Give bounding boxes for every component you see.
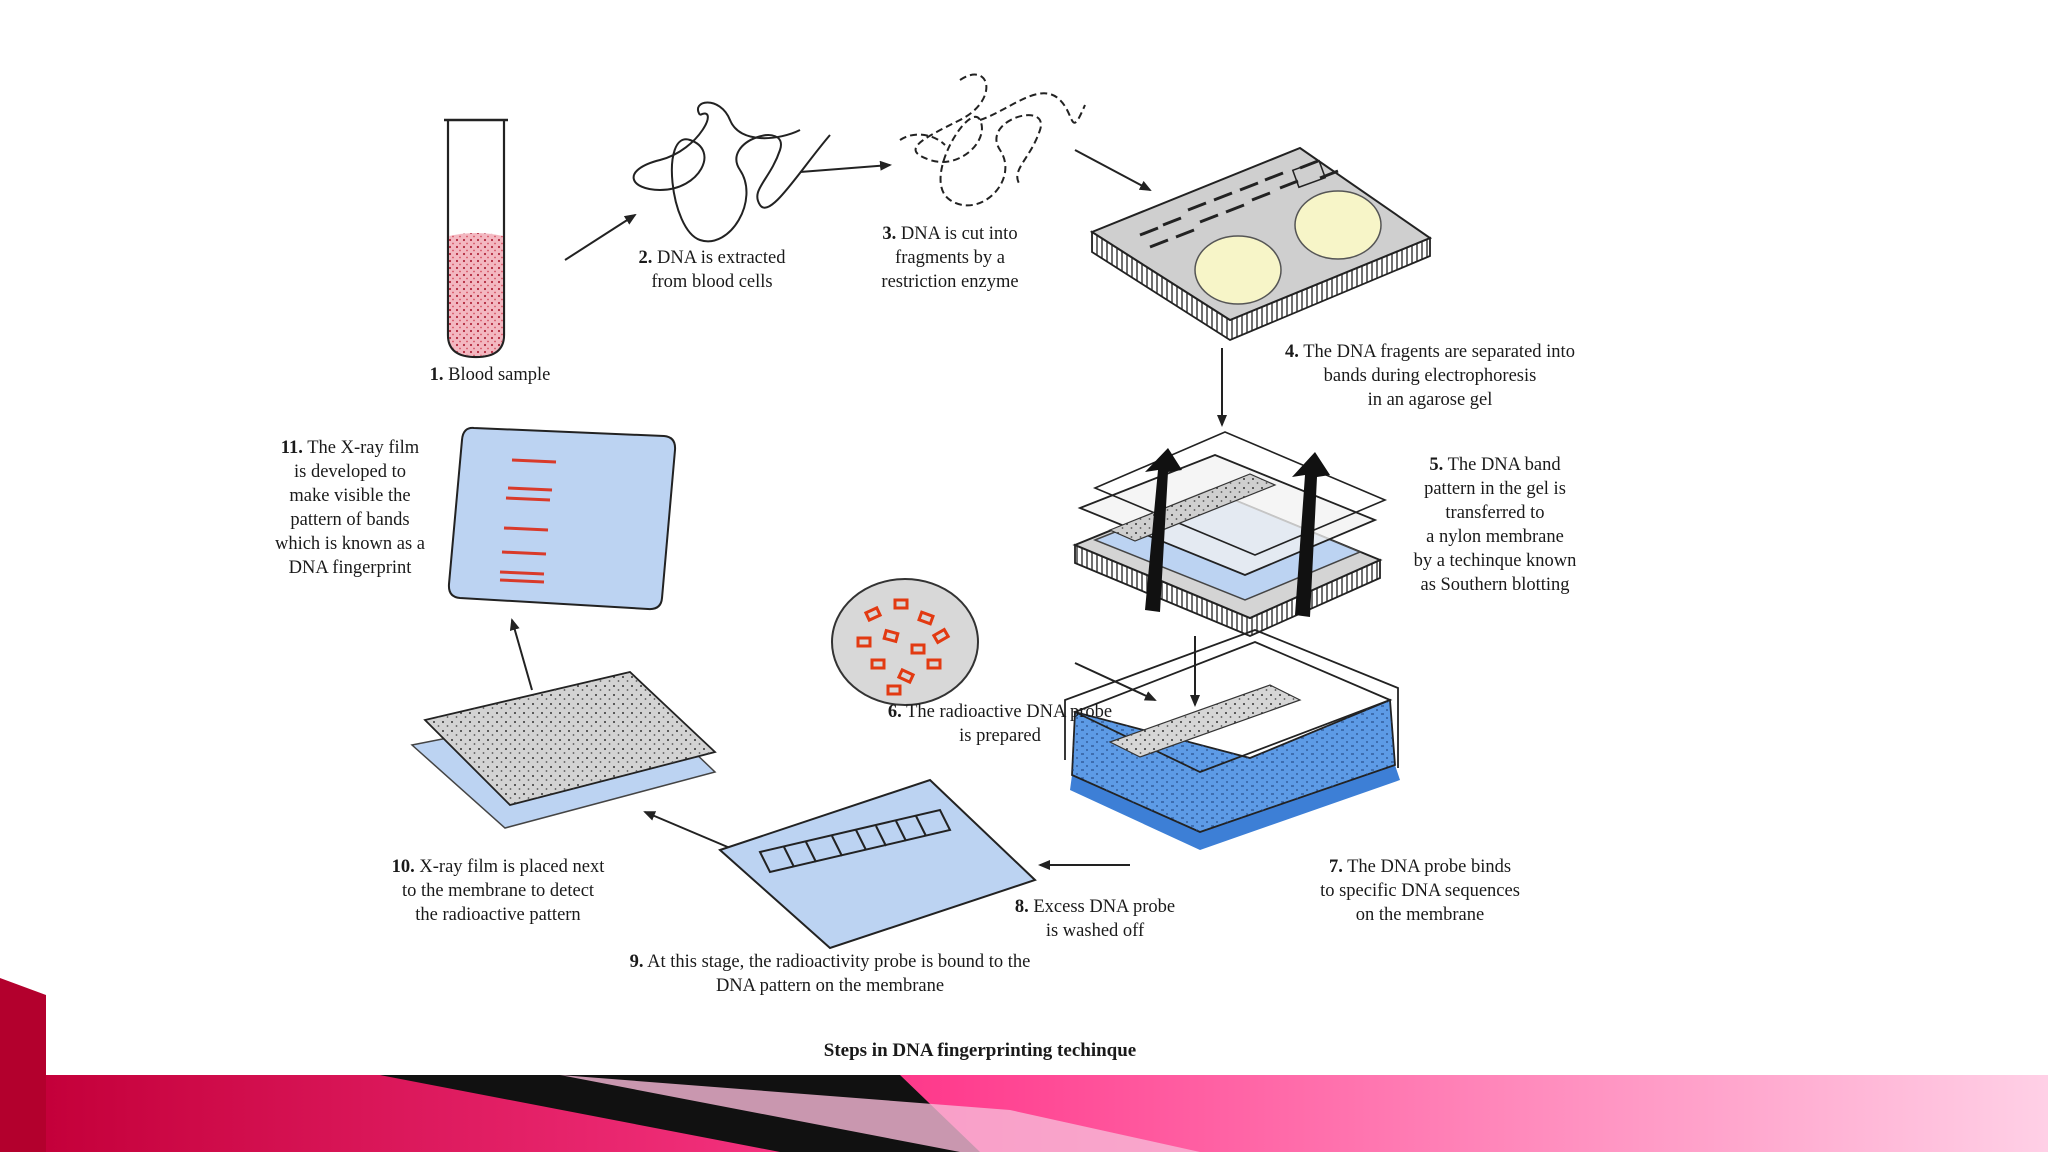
- gel-electrophoresis-icon: [1089, 146, 1433, 342]
- xray-film-stack-icon: [410, 671, 717, 829]
- process-arrows: [509, 149, 1227, 870]
- test-tube-icon: [444, 118, 508, 359]
- step-8-label: 8. Excess DNA probe is washed off: [1014, 897, 1176, 941]
- step-6-label: 6. The radioactive DNA probe is prepared: [887, 702, 1113, 746]
- figure-caption: Steps in DNA fingerprinting techinque: [823, 1040, 1137, 1061]
- decorative-bottom-band: [0, 978, 2048, 1152]
- radioactive-probe-dish-icon: [831, 578, 979, 706]
- step-10-label: 10. X-ray film is placed next to the mem…: [391, 857, 605, 925]
- step-2-label: 2. DNA is extracted from blood cells: [638, 248, 786, 292]
- southern-blot-icon: [1072, 431, 1388, 637]
- step-1-label: 1. Blood sample: [429, 365, 551, 385]
- dna-strand-icon: [632, 101, 831, 243]
- hybridization-tank-icon: [1064, 629, 1400, 850]
- step-4-label: 4. The DNA fragents are separated into b…: [1285, 342, 1575, 410]
- step-9-label: 9. At this stage, the radioactivity prob…: [629, 952, 1031, 996]
- washed-membrane-icon: [718, 778, 1037, 950]
- step-5-label: 5. The DNA band pattern in the gel is tr…: [1413, 455, 1577, 595]
- step-3-label: 3. DNA is cut into fragments by a restri…: [881, 224, 1019, 292]
- step-7-label: 7. The DNA probe binds to specific DNA s…: [1320, 857, 1520, 925]
- dna-fingerprint-film-icon: [447, 426, 677, 611]
- dna-fragments-icon: [899, 73, 1086, 207]
- step-11-label: 11. The X-ray film is developed to make …: [274, 438, 426, 578]
